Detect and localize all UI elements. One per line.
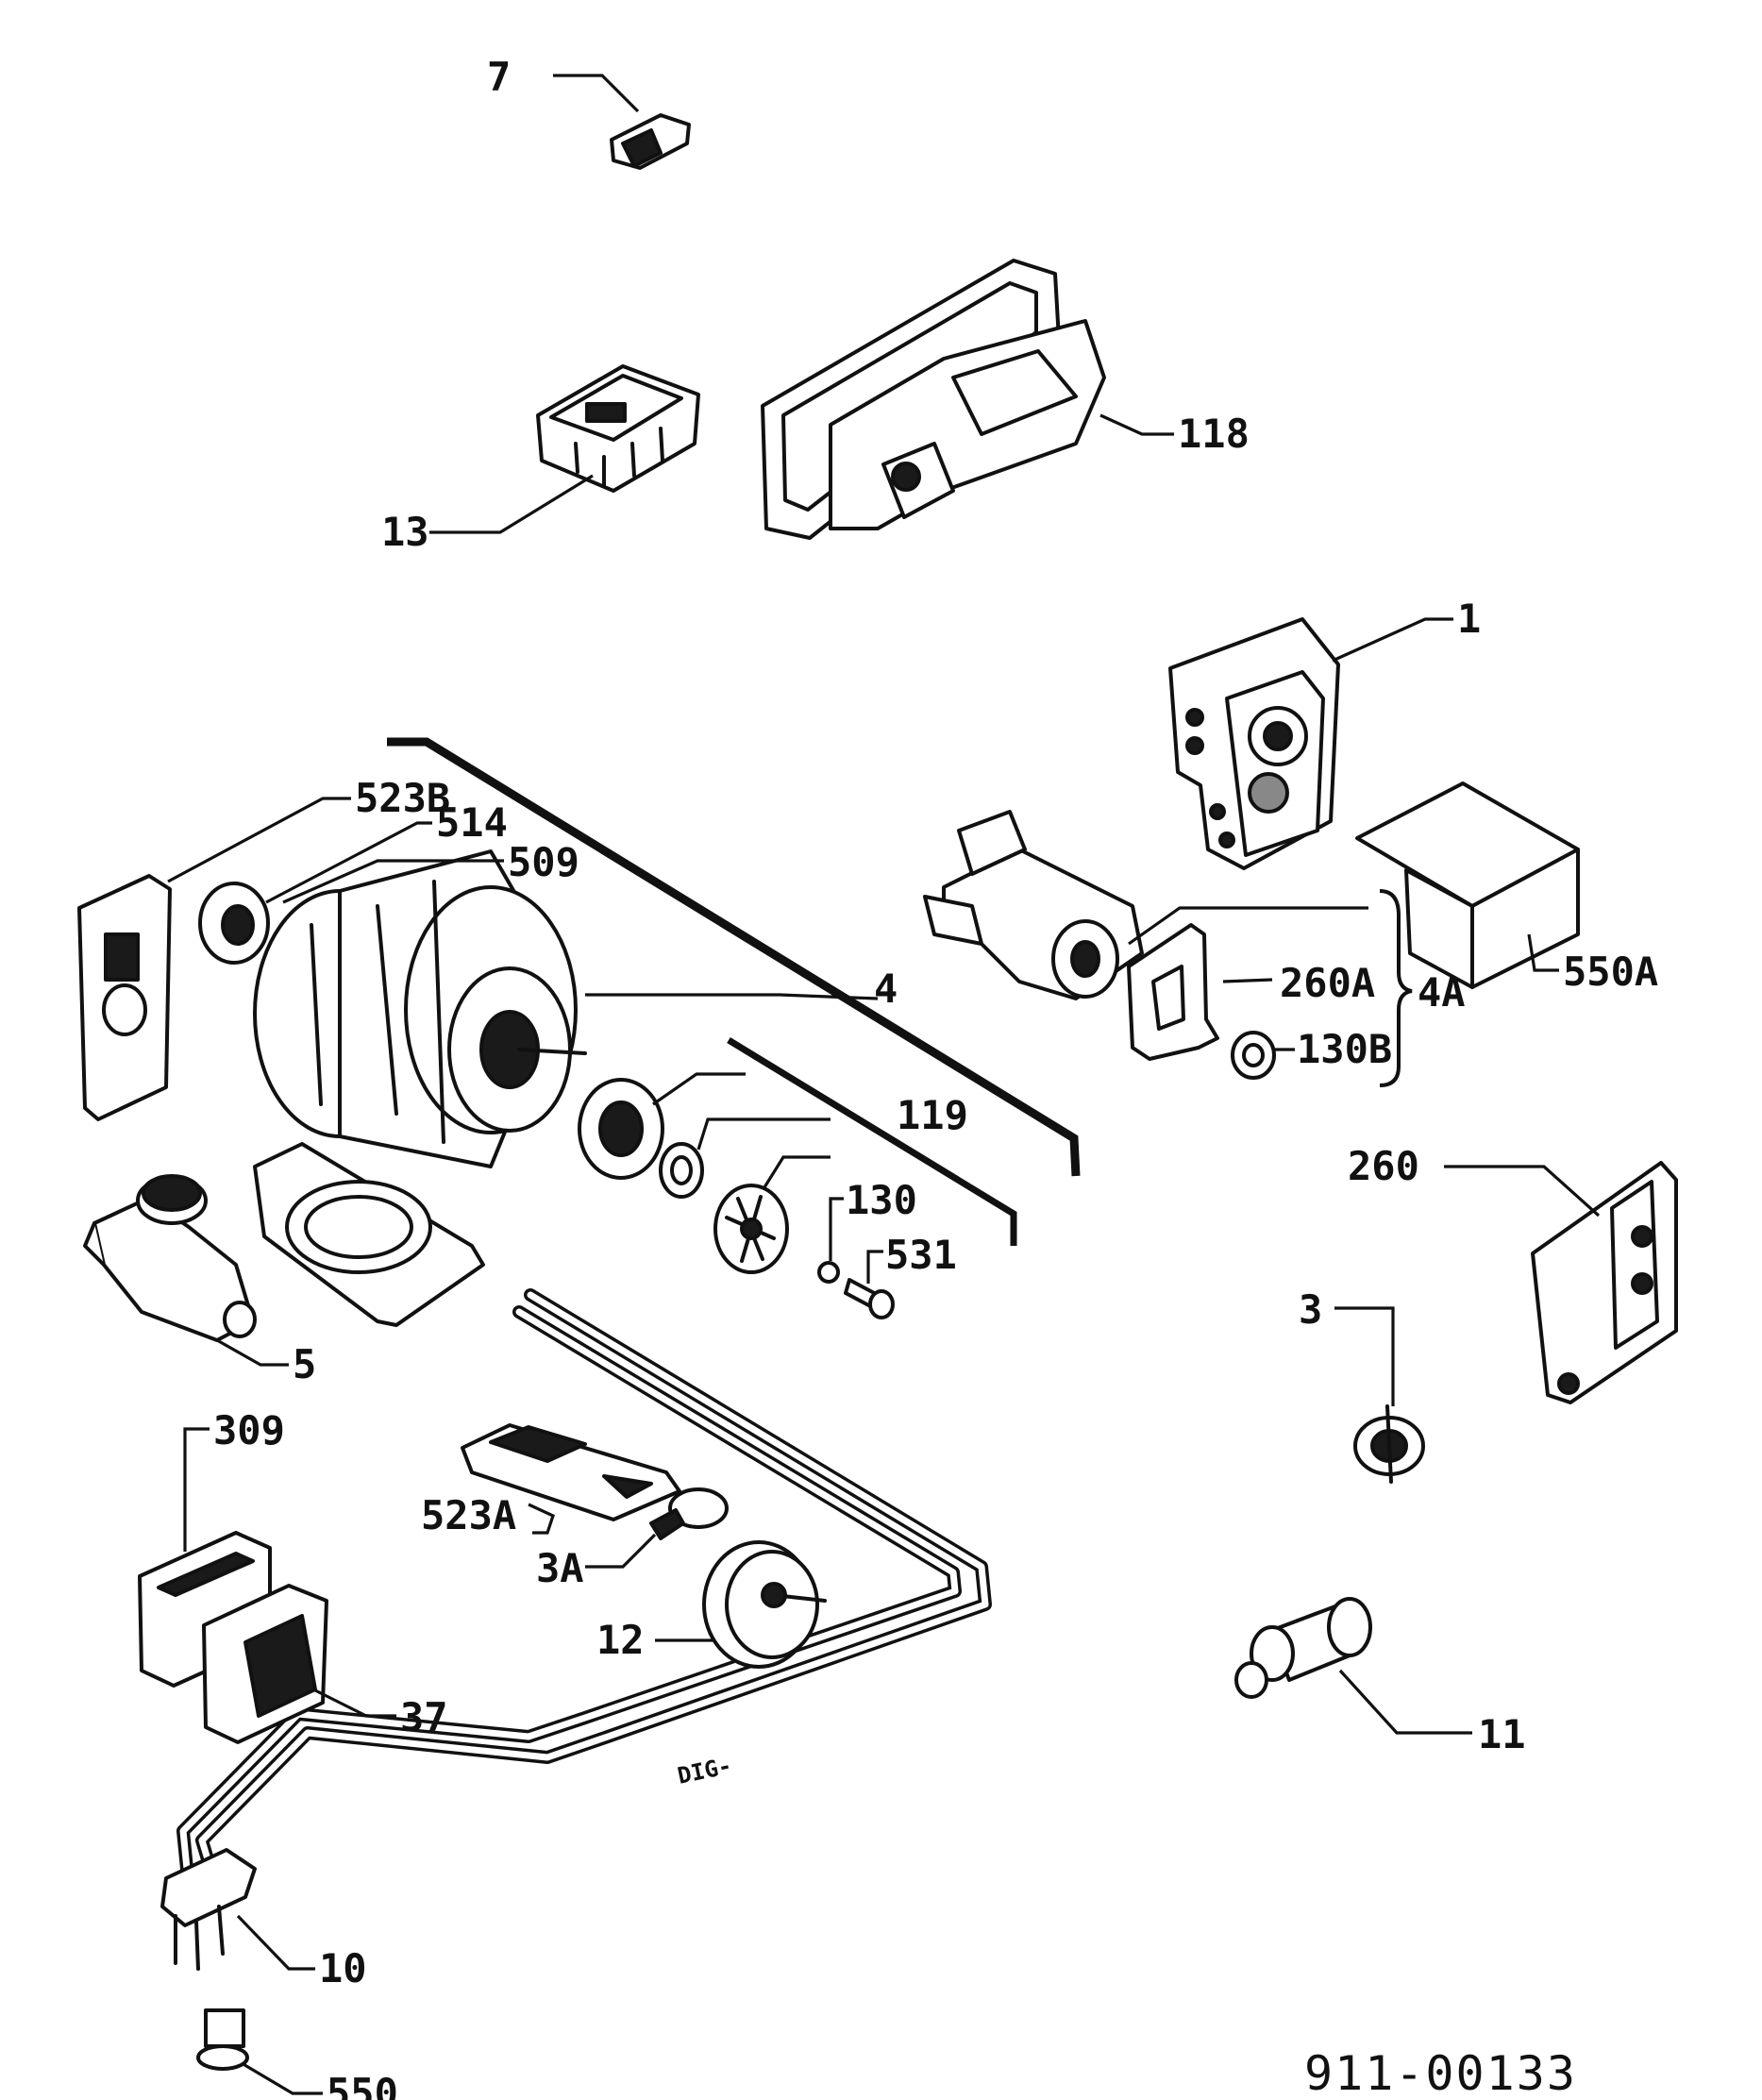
part-119-impeller-housing <box>578 1078 664 1180</box>
label-523B: 523B <box>355 775 450 821</box>
part-3-thermostat <box>1353 1404 1425 1484</box>
part-11-capacitor <box>1234 1597 1372 1699</box>
label-260: 260 <box>1348 1143 1419 1189</box>
label-531: 531 <box>885 1232 957 1278</box>
part-509-motor-mount <box>253 1142 485 1327</box>
part-119-impeller <box>713 1184 789 1274</box>
part-130-washer <box>817 1261 840 1284</box>
label-1: 1 <box>1457 596 1481 642</box>
label-118: 118 <box>1178 411 1250 457</box>
label-4: 4 <box>874 966 898 1012</box>
label-5: 5 <box>293 1341 316 1387</box>
part-3A-thermostat <box>649 1487 729 1540</box>
part-5-drain-valve <box>83 1174 257 1342</box>
part-10-heater-terminal <box>160 1848 257 1971</box>
label-260A: 260A <box>1280 960 1375 1006</box>
part-13-terminal-block <box>536 364 700 493</box>
label-523A: 523A <box>421 1492 516 1538</box>
part-523B-plate <box>77 874 172 1121</box>
part-4A-valve-assembly <box>923 810 1144 1000</box>
part-531-screw <box>844 1278 895 1319</box>
label-550A: 550A <box>1563 949 1658 995</box>
label-3A: 3A <box>536 1545 584 1591</box>
part-119-ring <box>659 1142 704 1199</box>
part-12-pressure-switch <box>702 1540 827 1669</box>
part-550A-cover-box <box>1355 781 1580 989</box>
label-3: 3 <box>1299 1286 1322 1333</box>
label-130: 130 <box>846 1177 917 1223</box>
part-523A-clip <box>461 1423 681 1521</box>
part-514-seal-ring <box>198 882 270 965</box>
label-7: 7 <box>487 54 511 100</box>
part-130B-seal <box>1231 1031 1276 1080</box>
label-119: 119 <box>897 1092 968 1138</box>
group-line-119 <box>727 1037 1017 1246</box>
part-260A-bracket <box>1127 923 1219 1061</box>
part-37-terminal <box>202 1584 328 1744</box>
label-37: 37 <box>400 1694 448 1740</box>
label-550: 550 <box>327 2070 398 2100</box>
tube-mark: DIG- <box>675 1752 733 1789</box>
part-7-switch <box>610 113 691 170</box>
label-509: 509 <box>508 839 579 885</box>
label-514: 514 <box>436 799 508 846</box>
label-13: 13 <box>381 509 429 555</box>
label-11: 11 <box>1478 1711 1526 1757</box>
part-1-programme-timer <box>1168 617 1340 870</box>
label-130B: 130B <box>1297 1026 1392 1072</box>
label-12: 12 <box>596 1617 645 1663</box>
part-10-heating-element-tube <box>176 1288 992 1904</box>
part-509-motor <box>253 849 587 1168</box>
part-260-bracket <box>1531 1161 1678 1404</box>
label-4A: 4A <box>1418 969 1466 1016</box>
part-118-detergent-dispenser <box>761 259 1106 540</box>
label-10: 10 <box>319 1945 367 1991</box>
drawing-code: 911-00133 <box>1304 2046 1577 2100</box>
label-309: 309 <box>213 1407 285 1453</box>
group-line-4 <box>387 737 1081 1177</box>
part-550-screw <box>196 2008 249 2071</box>
